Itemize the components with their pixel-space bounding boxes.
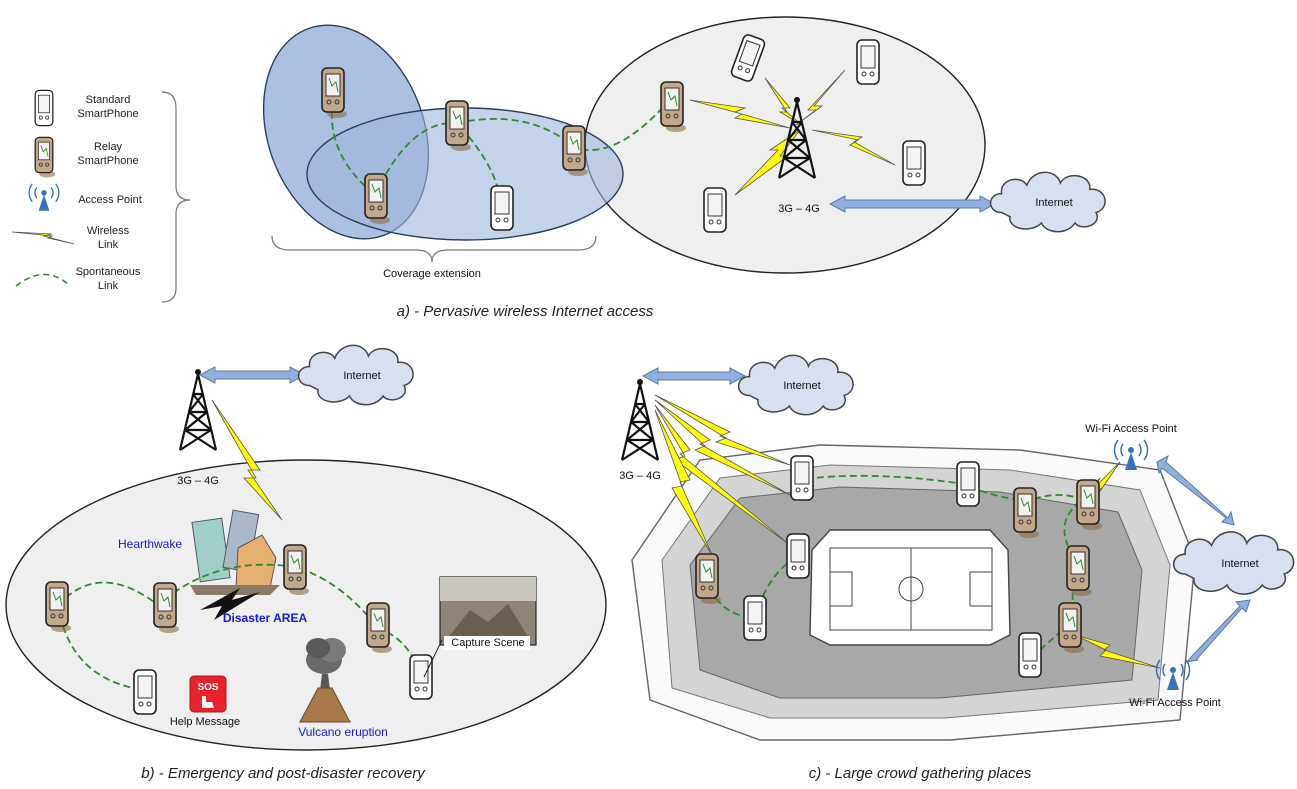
sos-icon: SOS [189, 675, 227, 713]
wireless-link [211, 399, 283, 521]
link-arrow [1185, 599, 1251, 663]
legend-label: Access Point [78, 194, 142, 206]
panel-c: 3G – 4G Internet Wi-Fi Access Point Wi-F… [619, 354, 1295, 782]
panel-a: 3G – 4G Internet Coverage extension a) -… [262, 16, 1106, 320]
relay-smartphone-icon [283, 544, 310, 596]
coverage-brace [271, 235, 597, 263]
relay-smartphone-icon [445, 100, 472, 152]
standard-smartphone-icon [743, 595, 767, 641]
access-point-icon [28, 183, 60, 212]
legend-label: Relay [94, 141, 123, 153]
earthquake-label: Hearthwake [118, 537, 182, 551]
lightning-icon [11, 231, 75, 245]
volcano-label: Vulcano eruption [298, 725, 388, 739]
collapsed-buildings-icon [190, 509, 280, 620]
relay-smartphone-icon [1058, 602, 1085, 654]
standard-smartphone-icon [856, 39, 880, 85]
internet-label: Internet [343, 370, 380, 382]
disaster-area-label: Disaster AREA [223, 611, 308, 625]
standard-smartphone-icon [1018, 632, 1042, 678]
link-arrow [1156, 454, 1235, 526]
legend-label: Spontaneous [76, 266, 141, 278]
standard-smartphone-icon [133, 669, 157, 715]
ap-top-label: Wi-Fi Access Point [1085, 423, 1177, 435]
standard-smartphone-icon [34, 89, 54, 127]
panel-b: 3G – 4G Internet Hearthwake Disaster ARE… [5, 344, 607, 782]
relay-smartphone-icon [366, 602, 393, 654]
caption-a: a) - Pervasive wireless Internet access [397, 303, 654, 320]
link-arrow [641, 367, 747, 385]
internet-label: Internet [1035, 197, 1072, 209]
relay-smartphone-icon [364, 173, 391, 225]
standard-smartphone-icon [902, 140, 926, 186]
help-message-label: Help Message [170, 716, 240, 728]
relay-smartphone-icon [1066, 545, 1093, 597]
internet-top-label: Internet [783, 380, 820, 392]
relay-smartphone-icon [1013, 487, 1040, 539]
legend-brace [161, 91, 191, 303]
relay-smartphone-icon [153, 582, 180, 634]
tower-label: 3G – 4G [778, 203, 820, 215]
legend-label: SmartPhone [77, 108, 138, 120]
volcano-icon [299, 638, 351, 723]
legend-label: Link [98, 239, 119, 251]
relay-smartphone-icon [695, 553, 722, 605]
standard-smartphone-icon [786, 533, 810, 579]
ap-bottom-label: Wi-Fi Access Point [1129, 697, 1221, 709]
legend: Standard SmartPhone Relay SmartPhone Acc… [11, 89, 191, 303]
capture-scene-photo [423, 576, 537, 678]
coverage-label: Coverage extension [383, 268, 481, 280]
dashed-link-icon [15, 273, 69, 287]
standard-smartphone-icon [409, 654, 433, 700]
legend-label: SmartPhone [77, 155, 138, 167]
sos-text: SOS [197, 682, 218, 693]
standard-smartphone-icon [956, 461, 980, 507]
caption-b: b) - Emergency and post-disaster recover… [141, 765, 426, 782]
standard-smartphone-icon [790, 455, 814, 501]
cell-tower-icon [620, 377, 660, 462]
standard-smartphone-icon [490, 185, 514, 231]
tower-label: 3G – 4G [177, 475, 219, 487]
legend-label: Standard [86, 94, 131, 106]
caption-c: c) - Large crowd gathering places [809, 765, 1032, 782]
relay-smartphone-icon [562, 125, 589, 177]
standard-smartphone-icon [703, 187, 727, 233]
legend-label: Link [98, 280, 119, 292]
capture-scene-label: Capture Scene [451, 637, 524, 649]
relay-smartphone-icon [1076, 479, 1103, 531]
link-arrow [198, 366, 307, 384]
relay-smartphone-icon [321, 67, 348, 119]
relay-smartphone-icon [34, 136, 56, 179]
relay-smartphone-icon [45, 581, 72, 633]
relay-smartphone-icon [660, 81, 687, 133]
internet-right-label: Internet [1221, 558, 1258, 570]
legend-label: Wireless [87, 225, 130, 237]
tower-label: 3G – 4G [619, 470, 661, 482]
